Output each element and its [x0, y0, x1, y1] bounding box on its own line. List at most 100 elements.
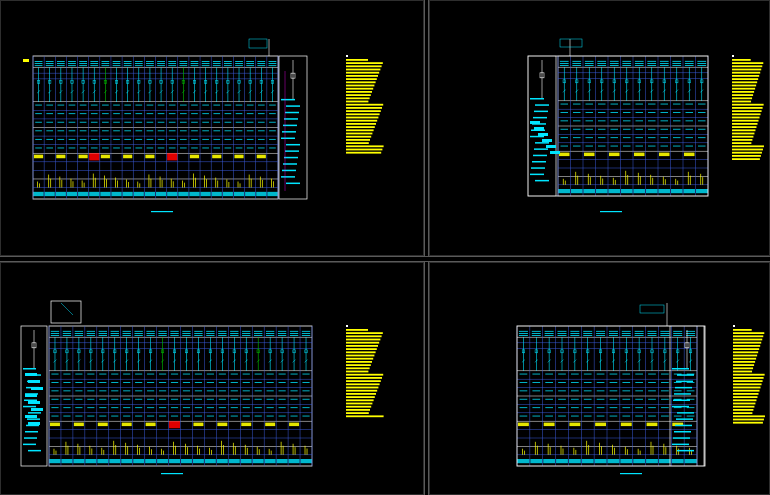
viewport-splitter-horizontal[interactable]	[0, 256, 770, 262]
header-label-mark	[518, 333, 528, 334]
cell-text-mark	[57, 104, 65, 106]
header-label-mark	[572, 65, 582, 66]
cell-text-mark	[560, 103, 568, 105]
cell-text-mark	[206, 415, 214, 417]
cell-text-mark	[545, 390, 553, 392]
side-cluster-mark	[28, 422, 40, 425]
cell-text-mark	[635, 373, 643, 375]
note-text-line	[732, 145, 764, 148]
cell-text-mark	[146, 138, 154, 140]
header-label-mark	[112, 63, 121, 64]
header-label-mark	[235, 61, 243, 62]
cell-text-mark	[135, 104, 143, 106]
cell-text-mark	[99, 382, 107, 383]
breaker-symbol	[137, 349, 141, 354]
cell-text-mark	[571, 373, 579, 375]
note-text-line	[346, 87, 374, 90]
footer-cell	[157, 459, 169, 464]
header-label-mark	[647, 63, 657, 64]
header-label-mark	[101, 61, 110, 62]
header-label-mark	[223, 61, 232, 62]
cell-text-mark	[609, 382, 618, 383]
breaker-symbol	[161, 349, 165, 354]
cell-text-mark	[558, 390, 566, 392]
cell-text-mark	[673, 390, 682, 392]
side-panel-text-mark	[281, 176, 295, 178]
cell-text-mark	[545, 398, 553, 400]
cell-text-mark	[158, 415, 167, 417]
highlight-cell-yellow	[121, 422, 132, 427]
viewport-top-right[interactable]	[429, 0, 770, 256]
cell-text-mark	[560, 112, 568, 113]
cell-text-mark	[218, 415, 226, 417]
header-label-mark	[123, 61, 132, 62]
header-label-mark	[596, 330, 606, 332]
note-text-line	[732, 91, 755, 93]
note-text-line	[732, 151, 762, 154]
note-text-line	[346, 367, 370, 370]
cell-text-mark	[87, 398, 95, 400]
note-text-line	[733, 383, 762, 386]
sheet-title-mark	[161, 473, 183, 475]
cell-text-mark	[673, 382, 682, 383]
viewport-top-left[interactable]	[0, 0, 424, 256]
cell-text-mark	[648, 145, 656, 147]
cell-text-mark	[596, 415, 605, 417]
cell-text-mark	[266, 373, 274, 375]
cell-text-mark	[610, 120, 618, 122]
highlight-cell-yellow	[543, 422, 555, 427]
highlight-cell-yellow	[559, 152, 570, 157]
highlight-cell-red	[169, 421, 180, 429]
note-text-line	[733, 338, 763, 341]
header-label-mark	[697, 63, 707, 64]
cell-text-mark	[698, 128, 706, 130]
viewport-splitter-vertical[interactable]	[424, 0, 429, 495]
cell-text-mark	[157, 138, 165, 140]
cell-text-mark	[157, 104, 165, 106]
header-label-mark	[609, 65, 619, 66]
cell-text-mark	[623, 103, 631, 105]
header-label-mark	[697, 60, 707, 62]
cell-text-mark	[79, 104, 87, 106]
cell-text-mark	[135, 147, 143, 149]
side-panel-text-mark	[283, 124, 297, 127]
breaker-symbol	[547, 349, 551, 354]
cell-text-mark	[266, 382, 274, 383]
cell-text-mark	[206, 373, 214, 375]
cell-text-mark	[246, 138, 254, 140]
breaker-symbol	[560, 349, 564, 354]
cell-text-mark	[661, 407, 669, 409]
footer-cell	[696, 189, 708, 194]
cell-text-mark	[63, 382, 71, 383]
cell-text-mark	[230, 415, 238, 417]
header-label-mark	[146, 63, 154, 64]
side-cluster-mark	[25, 373, 37, 376]
header-label-mark	[112, 61, 121, 62]
cell-text-mark	[257, 147, 265, 149]
side-panel-text-mark	[672, 443, 689, 446]
note-text-line	[346, 332, 383, 334]
header-label-mark	[634, 335, 644, 336]
header-label-mark	[257, 61, 266, 62]
footer-cell	[61, 459, 73, 464]
cell-text-mark	[57, 147, 65, 149]
cell-text-mark	[698, 103, 706, 105]
cell-text-mark	[648, 407, 656, 409]
note-text-line	[346, 75, 378, 77]
cell-text-mark	[51, 407, 59, 409]
breaker-symbol	[637, 79, 641, 84]
side-panel-text-mark	[23, 405, 36, 408]
cell-text-mark	[598, 145, 606, 147]
footer-cell	[216, 459, 228, 464]
transformer-symbol	[539, 72, 545, 79]
cell-text-mark	[571, 407, 579, 409]
side-panel-text-mark	[677, 374, 694, 376]
header-label-mark	[68, 63, 76, 64]
viewport-bottom-left[interactable]	[0, 262, 424, 495]
cell-text-mark	[560, 120, 568, 122]
cell-text-mark	[246, 130, 254, 132]
viewport-bottom-right[interactable]	[429, 262, 770, 495]
cell-text-mark	[635, 112, 643, 113]
cell-text-mark	[168, 147, 176, 149]
note-text-line	[346, 345, 378, 347]
